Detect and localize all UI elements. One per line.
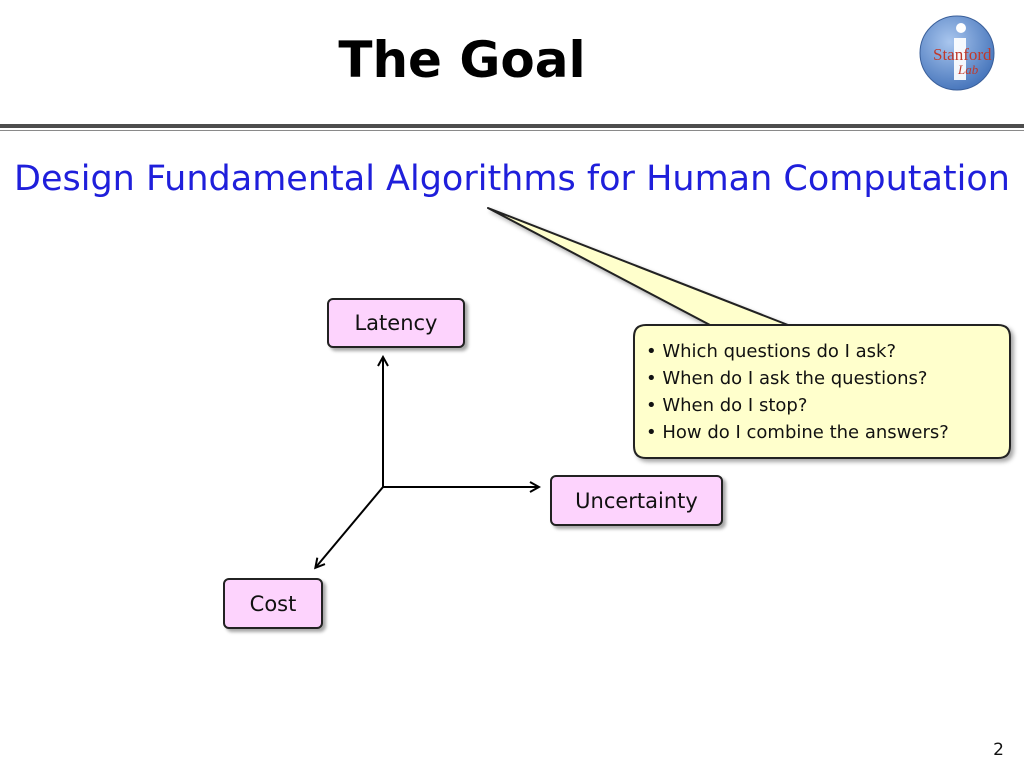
latency-label: Latency (354, 311, 438, 335)
cost-axis (316, 486, 384, 567)
uncertainty-label: Uncertainty (575, 488, 698, 513)
slide-title: The Goal (338, 31, 586, 89)
logo-text-main: Stanford (933, 45, 992, 64)
header-rule (0, 124, 1024, 128)
uncertainty-node: Uncertainty (550, 475, 723, 526)
latency-node: Latency (327, 298, 465, 348)
cost-label: Cost (249, 591, 297, 616)
header-rule-thin (0, 130, 1024, 131)
page-number: 2 (993, 740, 1004, 760)
cost-node: Cost (223, 578, 323, 629)
stanford-infolab-logo-icon: Stanford Lab (919, 15, 995, 91)
logo-text-sub: Lab (957, 62, 979, 77)
callout-item: • Which questions do I ask? (646, 341, 897, 362)
callout-item: • When do I stop? (646, 395, 808, 416)
callout-question-list: • Which questions do I ask? • When do I … (646, 338, 1006, 446)
callout-item: • When do I ask the questions? (646, 368, 928, 389)
callout-item: • How do I combine the answers? (646, 422, 949, 443)
callout-bubble (487, 207, 1011, 459)
slide-subtitle: Design Fundamental Algorithms for Human … (14, 159, 1010, 199)
